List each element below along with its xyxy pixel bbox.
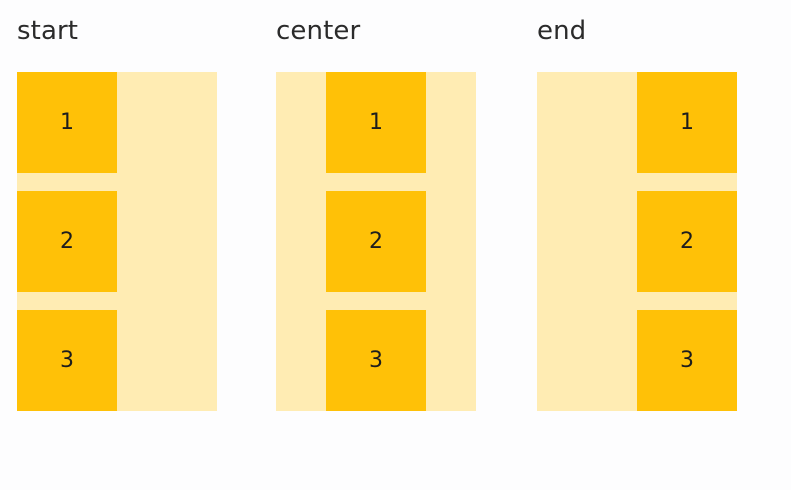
flex-item-label: 1 <box>60 109 74 135</box>
flex-item-3: 3 <box>17 310 117 411</box>
column-label-center: center <box>276 16 361 46</box>
flex-item-label: 2 <box>680 228 694 254</box>
flex-item-1: 1 <box>326 72 426 173</box>
flex-item-1: 1 <box>637 72 737 173</box>
align-container-start: 1 2 3 <box>17 72 217 411</box>
flex-item-3: 3 <box>326 310 426 411</box>
align-container-center: 1 2 3 <box>276 72 476 411</box>
column-label-start: start <box>17 16 79 46</box>
flex-item-2: 2 <box>637 191 737 292</box>
flex-item-1: 1 <box>17 72 117 173</box>
flex-item-label: 3 <box>369 347 383 373</box>
flex-item-label: 1 <box>680 109 694 135</box>
flex-item-label: 3 <box>60 347 74 373</box>
flex-item-2: 2 <box>326 191 426 292</box>
flex-item-3: 3 <box>637 310 737 411</box>
column-label-end: end <box>537 16 587 46</box>
flex-item-label: 2 <box>369 228 383 254</box>
align-container-end: 1 2 3 <box>537 72 737 411</box>
flex-item-label: 1 <box>369 109 383 135</box>
flex-item-2: 2 <box>17 191 117 292</box>
flex-item-label: 2 <box>60 228 74 254</box>
flex-item-label: 3 <box>680 347 694 373</box>
